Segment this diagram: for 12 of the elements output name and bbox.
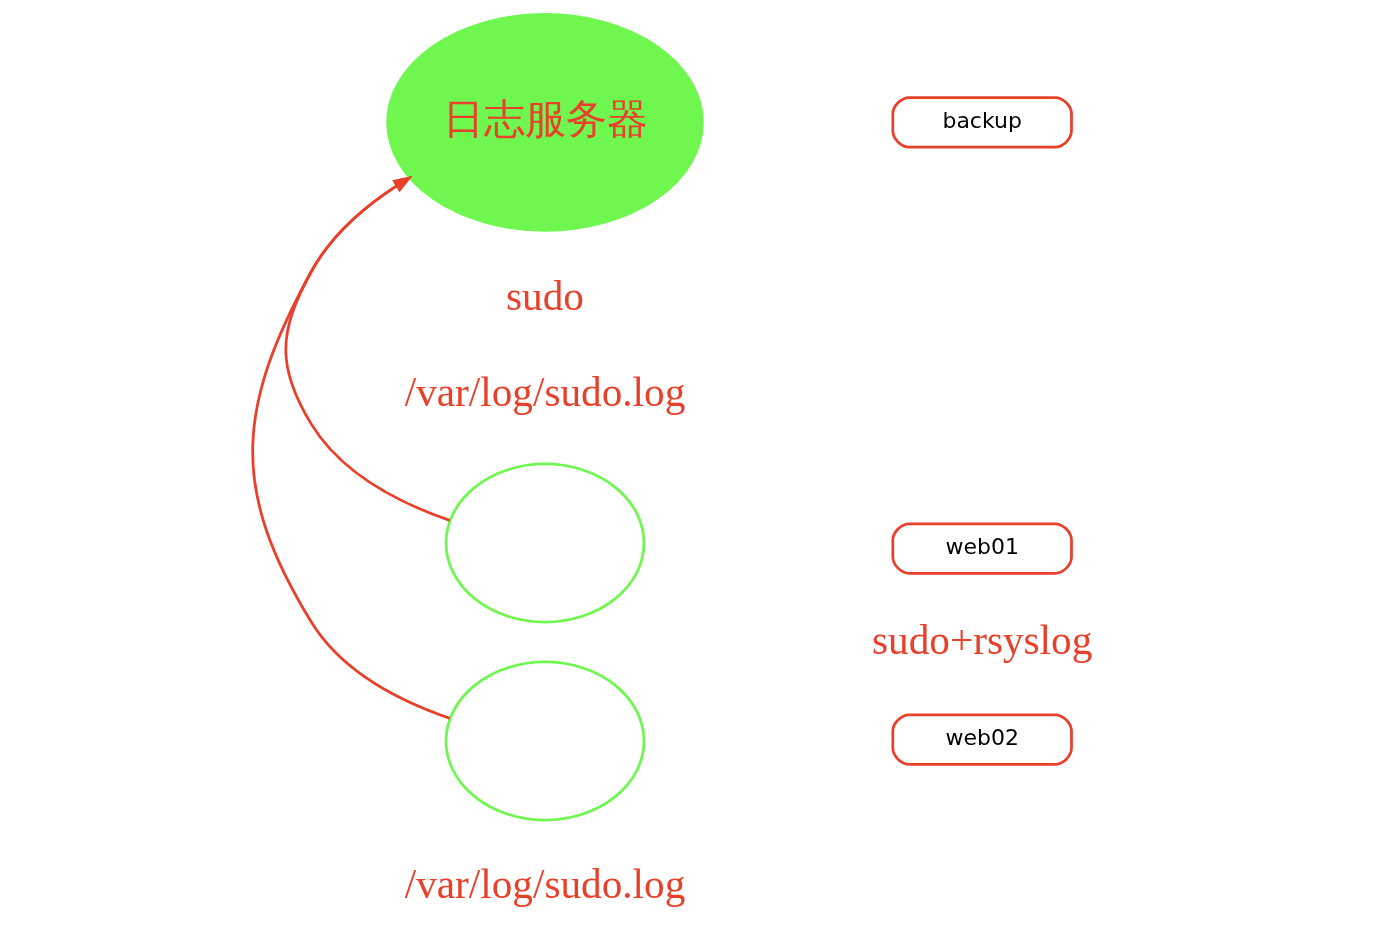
node-box: web01: [890, 522, 1073, 575]
node-ellipse: 日志服务器: [385, 13, 704, 232]
node-box: backup: [890, 96, 1073, 149]
label: sudo: [505, 273, 584, 320]
node-box: web02: [890, 713, 1073, 766]
label: sudo+rsyslog: [871, 616, 1092, 663]
label: /var/log/sudo.log: [404, 861, 685, 908]
arrow: [284, 176, 450, 522]
arrow: [250, 176, 450, 720]
node-circle: [444, 660, 645, 822]
node-circle: [444, 462, 645, 624]
label: /var/log/sudo.log: [404, 369, 685, 416]
